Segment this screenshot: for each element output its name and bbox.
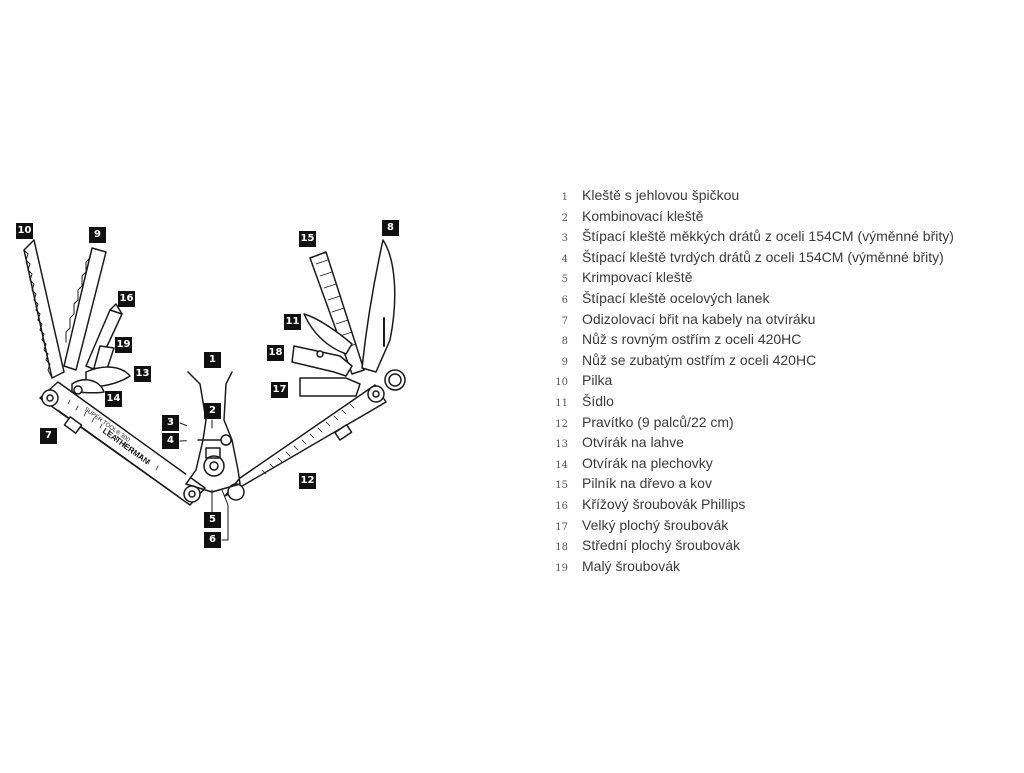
saw-blade xyxy=(23,239,65,379)
callout-16: 16 xyxy=(118,291,135,307)
callout-11: 11 xyxy=(284,314,301,330)
callout-4: 4 xyxy=(162,433,179,449)
large-flat-screwdriver xyxy=(299,377,361,397)
legend-text: Kombinovací kleště xyxy=(582,207,704,224)
callout-12: 12 xyxy=(299,473,316,489)
left-handle: LEATHERMAN SUPER TOOL® 300 xyxy=(39,381,206,506)
legend-item: 5 Krimpovací kleště xyxy=(548,267,954,288)
legend-text: Odizolovací břit na kabely na otvíráku xyxy=(582,310,816,327)
legend-text: Nůž se zubatým ostřím z oceli 420HC xyxy=(582,351,817,368)
legend-text: Štípací kleště tvrdých drátů z oceli 154… xyxy=(582,248,944,265)
legend-number: 2 xyxy=(561,212,568,224)
legend-text: Štípací kleště měkkých drátů z oceli 154… xyxy=(582,228,954,245)
legend-text: Otvírák na plechovky xyxy=(582,454,713,471)
callout-9: 9 xyxy=(89,227,106,243)
callout-18: 18 xyxy=(267,345,284,361)
legend-item: 9 Nůž se zubatým ostřím z oceli 420HC xyxy=(548,350,954,371)
legend-item: 3 Štípací kleště měkkých drátů z oceli 15… xyxy=(548,226,954,247)
legend-number: 19 xyxy=(555,562,568,574)
legend-text: Šídlo xyxy=(582,392,614,409)
legend-number: 16 xyxy=(555,500,568,512)
legend-number: 14 xyxy=(555,459,568,471)
legend-number: 15 xyxy=(555,480,568,492)
legend-item: 2 Kombinovací kleště xyxy=(548,206,954,227)
can-opener xyxy=(71,379,105,395)
legend-number: 3 xyxy=(561,233,568,245)
legend-item: 17 Velký plochý šroubovák xyxy=(548,515,954,536)
legend-item: 19 Malý šroubovák xyxy=(548,556,954,577)
straight-knife xyxy=(361,239,396,373)
callout-5: 5 xyxy=(204,512,221,528)
callout-10: 10 xyxy=(16,223,33,239)
legend-number: 4 xyxy=(561,253,568,265)
legend-item: 4 Štípací kleště tvrdých drátů z oceli 15… xyxy=(548,247,954,268)
legend-item: 18 Střední plochý šroubovák xyxy=(548,535,954,556)
callout-13: 13 xyxy=(134,366,151,382)
legend-item: 10 Pilka xyxy=(548,370,954,391)
legend-text: Křížový šroubovák Phillips xyxy=(582,495,746,512)
legend-item: 6 Štípací kleště ocelových lanek xyxy=(548,288,954,309)
callout-17: 17 xyxy=(271,382,288,398)
callout-14: 14 xyxy=(105,391,122,407)
legend-number: 10 xyxy=(555,377,568,389)
legend-text: Pilka xyxy=(582,372,613,389)
legend-number: 18 xyxy=(555,542,568,554)
callout-7: 7 xyxy=(40,428,57,444)
multitool-diagram: LEATHERMAN SUPER TOOL® 300 xyxy=(16,220,406,548)
legend-number: 9 xyxy=(561,356,568,368)
legend-text: Pravítko (9 palců/22 cm) xyxy=(582,413,734,430)
legend-number: 12 xyxy=(555,418,568,430)
legend-text: Štípací kleště ocelových lanek xyxy=(582,289,770,306)
legend-item: 7 Odizolovací břit na kabely na otvíráku xyxy=(548,309,954,330)
callout-3: 3 xyxy=(162,415,179,431)
legend-number: 6 xyxy=(561,294,568,306)
legend-number: 17 xyxy=(555,521,568,533)
callout-19: 19 xyxy=(115,337,132,353)
legend-number: 7 xyxy=(561,315,568,327)
pliers xyxy=(185,371,241,493)
legend-item: 1 Kleště s jehlovou špičkou xyxy=(548,185,954,206)
legend-item: 8 Nůž s rovným ostřím z oceli 420HC xyxy=(548,329,954,350)
legend-item: 13 Otvírák na lahve xyxy=(548,432,954,453)
callout-2: 2 xyxy=(204,403,221,419)
legend-item: 15 Pilník na dřevo a kov xyxy=(548,473,954,494)
callout-6: 6 xyxy=(204,532,221,548)
legend-number: 11 xyxy=(555,397,568,409)
multitool-drawing: LEATHERMAN SUPER TOOL® 300 xyxy=(23,239,406,541)
callout-8: 8 xyxy=(382,220,399,236)
legend-text: Střední plochý šroubovák xyxy=(582,537,740,554)
medium-flat-screwdriver xyxy=(291,345,353,377)
legend-number: 8 xyxy=(561,336,568,348)
legend-text: Krimpovací kleště xyxy=(582,269,693,286)
legend-text: Malý šroubovák xyxy=(582,557,681,574)
legend-item: 12 Pravítko (9 palců/22 cm) xyxy=(548,412,954,433)
legend-text: Nůž s rovným ostřím z oceli 420HC xyxy=(582,331,802,348)
legend-item: 11 Šídlo xyxy=(548,391,954,412)
legend-text: Pilník na dřevo a kov xyxy=(582,475,712,492)
callout-15: 15 xyxy=(299,231,316,247)
right-handle xyxy=(224,369,406,501)
callout-1: 1 xyxy=(204,352,221,368)
legend-number: 5 xyxy=(561,274,568,286)
legend-number: 1 xyxy=(561,192,568,203)
legend-text: Kleště s jehlovou špičkou xyxy=(582,187,740,203)
serrated-knife xyxy=(63,247,107,371)
legend-item: 16 Křížový šroubovák Phillips xyxy=(548,494,954,515)
parts-legend: 1 Kleště s jehlovou špičkou 2 Kombinovací … xyxy=(548,185,954,576)
legend-text: Otvírák na lahve xyxy=(582,434,684,451)
legend-number: 13 xyxy=(555,439,568,451)
legend-item: 14 Otvírák na plechovky xyxy=(548,453,954,474)
awl xyxy=(303,313,353,355)
legend-text: Velký plochý šroubovák xyxy=(582,516,729,533)
